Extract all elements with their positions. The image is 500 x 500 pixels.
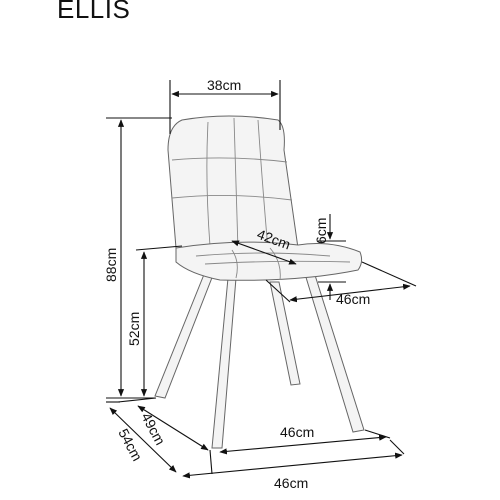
dim-seat-width-label: 46cm: [336, 291, 370, 307]
chair-legs: [154, 271, 365, 449]
dim-footprint-width: 46cm: [182, 439, 405, 491]
dim-total-height: 88cm: [103, 117, 172, 399]
backrest-quilting: [171, 117, 293, 251]
dim-seat-height: 52cm: [126, 245, 183, 397]
dim-footprint-depth-label: 54cm: [115, 426, 145, 464]
dim-back-width: 38cm: [169, 77, 281, 134]
product-title: ELLIS: [57, 0, 131, 24]
dim-seat-width: 46cm: [265, 261, 417, 307]
dim-seat-thickness: 6cm: [313, 214, 346, 300]
dim-leg-width-label: 46cm: [280, 424, 314, 440]
dim-footprint-width-label: 46cm: [274, 475, 308, 491]
dim-total-height-label: 88cm: [103, 248, 119, 282]
dim-leg-depth-label: 49cm: [138, 410, 168, 448]
dim-leg-width: 46cm: [219, 424, 391, 455]
dim-seat-thickness-label: 6cm: [313, 218, 329, 244]
dim-seat-height-label: 52cm: [126, 312, 142, 346]
dim-back-width-label: 38cm: [207, 77, 241, 93]
